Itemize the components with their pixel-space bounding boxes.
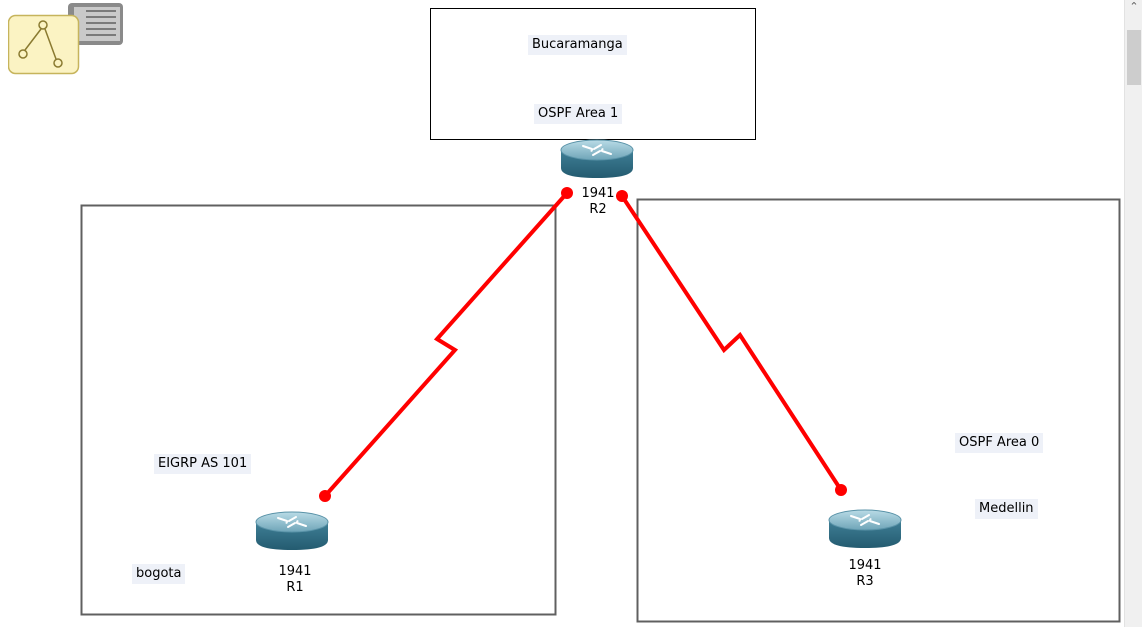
link-status-dot [616, 190, 628, 202]
router-r2-label: 1941 R2 [573, 186, 623, 218]
router-r3-model: 1941 [848, 558, 882, 573]
bucaramanga-area-box[interactable] [430, 8, 756, 140]
area-label-ospf-area-1[interactable]: OSPF Area 1 [534, 104, 623, 124]
link-status-dot [561, 187, 573, 199]
area-name-medellin[interactable]: Medellin [975, 499, 1038, 519]
router-r2-name: R2 [589, 202, 607, 217]
area-label-ospf-area-0[interactable]: OSPF Area 0 [955, 433, 1044, 453]
router-r2-icon[interactable] [560, 139, 634, 179]
router-r1-icon[interactable] [255, 511, 329, 551]
router-r1-model: 1941 [278, 564, 312, 579]
medellin-area-box[interactable] [636, 198, 1121, 623]
router-r3-name: R3 [856, 574, 874, 589]
router-r1-label: 1941 R1 [270, 564, 320, 596]
link-status-dot [319, 490, 331, 502]
area-name-bogota[interactable]: bogota [132, 564, 186, 584]
router-r1-name: R1 [286, 580, 304, 595]
logical-topology-icon[interactable] [8, 3, 124, 75]
serial-link-r2-r1[interactable] [323, 191, 569, 498]
serial-link-r2-r3[interactable] [620, 194, 843, 492]
area-name-bucaramanga[interactable]: Bucaramanga [528, 35, 627, 55]
scrollbar-thumb[interactable] [1127, 30, 1141, 85]
router-r3-label: 1941 R3 [840, 558, 890, 590]
router-r3-icon[interactable] [828, 509, 902, 549]
router-r2-model: 1941 [581, 186, 615, 201]
area-label-eigrp-as-101[interactable]: EIGRP AS 101 [154, 454, 252, 474]
vertical-scrollbar[interactable]: ⌃ [1124, 0, 1142, 627]
chevron-up-icon[interactable]: ⌃ [1129, 0, 1139, 13]
bogota-area-box[interactable] [80, 204, 557, 616]
link-status-dot [835, 484, 847, 496]
